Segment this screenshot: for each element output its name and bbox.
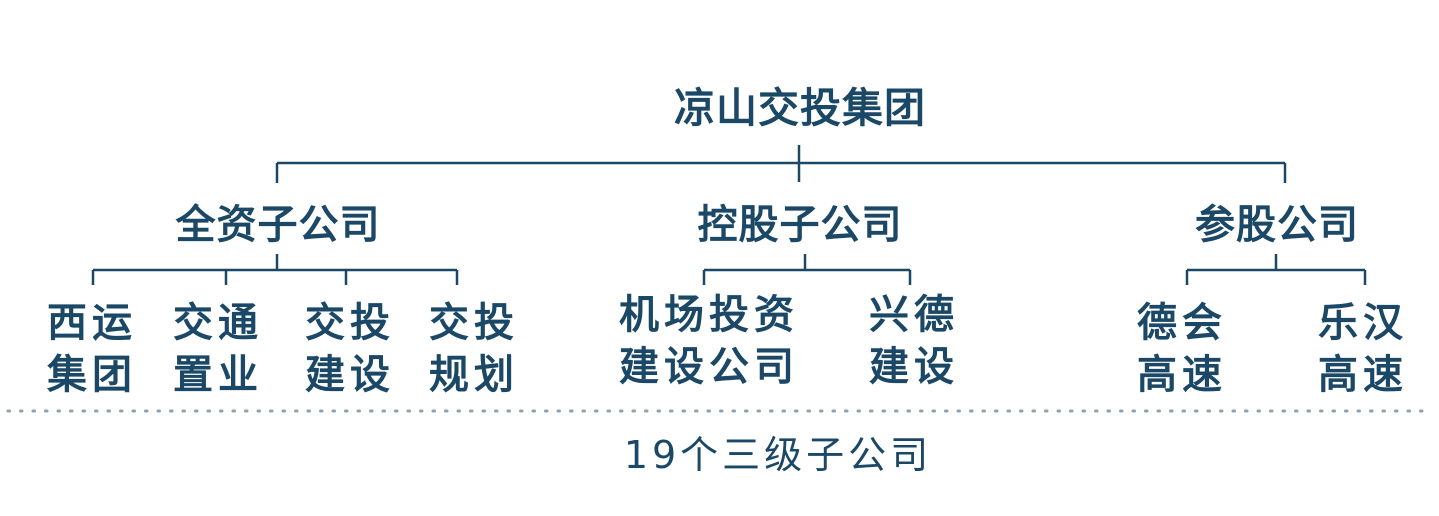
leaf-2-1-line1: 乐汉: [1318, 299, 1408, 346]
leaf-2-0-line2: 高速: [1137, 351, 1227, 398]
leaf-1-1-line1: 兴德: [869, 291, 959, 338]
connectors-level-2: [91, 254, 1367, 285]
leaf-0-0-line2: 集团: [47, 351, 137, 398]
connectors-level-1: [275, 145, 1287, 183]
leaf-0-2-line2: 建设: [305, 351, 395, 398]
leaf-0-2-line1: 交投: [305, 299, 395, 346]
footer-summary: 19个三级子公司: [623, 433, 933, 477]
category-holding: 控股子公司: [697, 202, 903, 248]
leaf-1-0-line1: 机场投资: [619, 291, 799, 338]
leaf-2-0-line1: 德会: [1137, 299, 1227, 346]
leaf-0-3-line2: 规划: [429, 351, 519, 398]
leaf-1-0-line2: 建设公司: [619, 343, 799, 390]
leaf-0-0-line1: 西运: [47, 299, 137, 346]
category-wholly-owned: 全资子公司: [175, 202, 381, 248]
leaf-0-3-line1: 交投: [429, 299, 519, 346]
root-node: 凉山交投集团: [674, 84, 926, 132]
leaf-0-1-line1: 交通: [173, 299, 263, 346]
leaf-0-1-line2: 置业: [173, 351, 263, 398]
leaf-1-1-line2: 建设: [869, 343, 959, 390]
category-equity: 参股公司: [1195, 202, 1359, 248]
leaf-2-1-line2: 高速: [1318, 351, 1408, 398]
